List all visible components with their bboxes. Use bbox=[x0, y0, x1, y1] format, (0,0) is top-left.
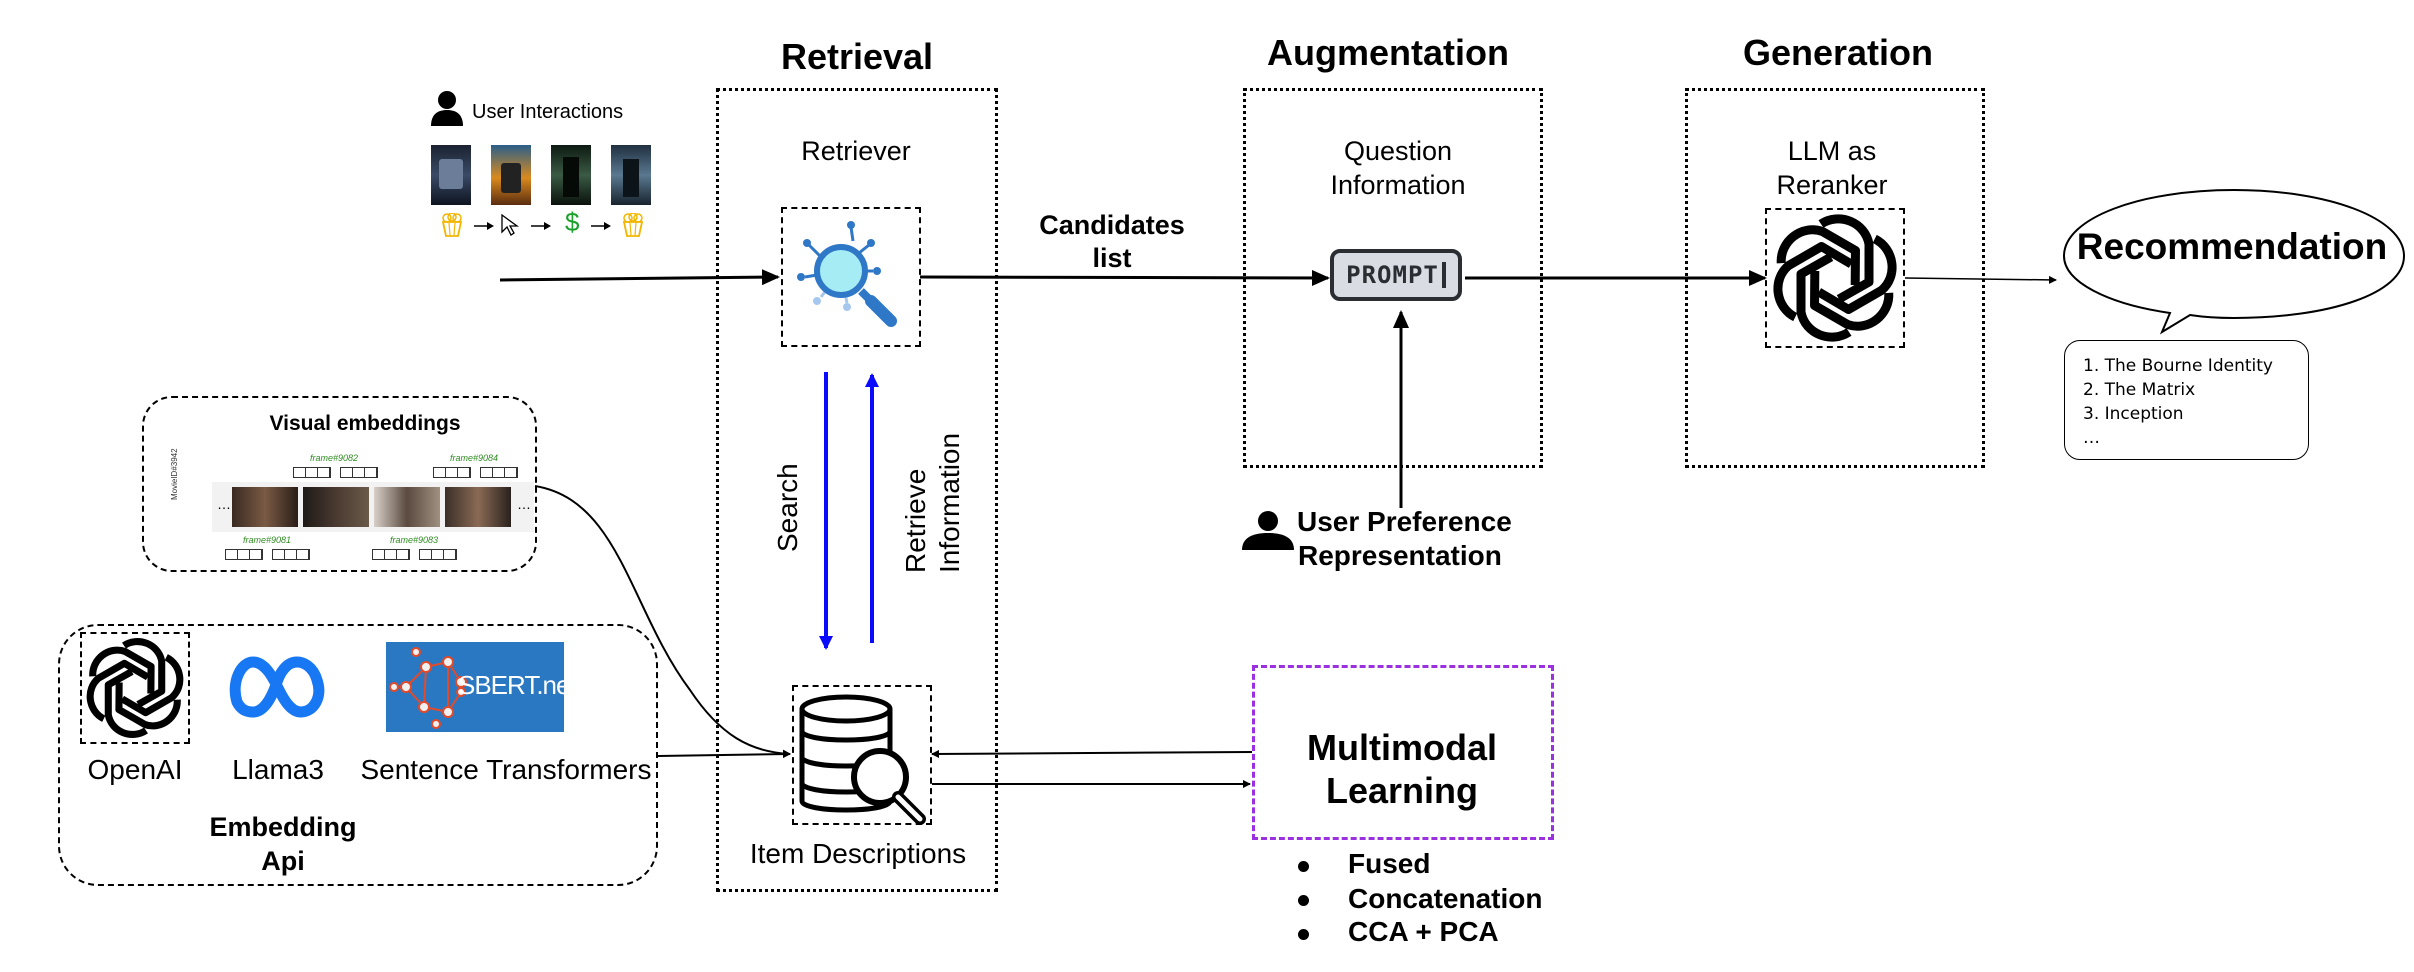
frame-strip-ellipsis: … bbox=[217, 496, 231, 512]
recommendation-item: 2. The Matrix bbox=[2083, 380, 2196, 400]
bullet-dot bbox=[1298, 895, 1309, 906]
retrieve-label-line2: Information bbox=[934, 432, 965, 573]
meta-icon bbox=[229, 656, 325, 718]
retriever-box bbox=[781, 207, 921, 347]
movie-id-label: MovieID#3942 bbox=[170, 448, 179, 500]
user-icon bbox=[1242, 511, 1294, 550]
retrieval-header: Retrieval bbox=[780, 36, 934, 77]
search-label: Search bbox=[772, 463, 803, 552]
multimodal-box bbox=[1252, 665, 1554, 840]
arrow-embedding-api-to-items bbox=[657, 750, 791, 759]
sbert-text: SBERT.net bbox=[458, 670, 577, 700]
embedding-vector-icon bbox=[340, 467, 378, 478]
embedding-vector-icon bbox=[433, 467, 471, 478]
candidates-label-line2: list bbox=[1092, 243, 1132, 273]
arrow-small-icon bbox=[474, 222, 494, 230]
openai-icon bbox=[86, 638, 184, 738]
recommendation-item: 3. Inception bbox=[2083, 404, 2184, 424]
model-sentence-transformers-label: Sentence Transformers bbox=[360, 754, 652, 785]
item-descriptions-label: Item Descriptions bbox=[749, 838, 967, 869]
sbert-logo bbox=[386, 642, 564, 732]
question-info-line1: Question bbox=[1343, 136, 1453, 166]
openai-logo-box bbox=[80, 632, 190, 744]
movie-poster bbox=[551, 145, 591, 205]
augmentation-box bbox=[1243, 88, 1543, 468]
bullet-dot bbox=[1298, 929, 1309, 940]
multimodal-label-line2: Learning bbox=[1325, 770, 1479, 811]
openai-icon bbox=[1773, 214, 1897, 342]
multimodal-bullet: CCA + PCA bbox=[1348, 916, 1499, 947]
recommendation-title: Recommendation bbox=[2076, 226, 2388, 267]
frame-strip-ellipsis: … bbox=[517, 496, 531, 512]
retrieval-box bbox=[716, 88, 998, 892]
frame-label: frame#9082 bbox=[310, 453, 359, 463]
generation-box bbox=[1685, 88, 1985, 468]
video-frame bbox=[445, 487, 511, 527]
prompt-cursor-icon bbox=[1441, 262, 1446, 288]
bullet-dot bbox=[1298, 861, 1309, 872]
model-llama3-label: Llama3 bbox=[232, 754, 324, 785]
embedding-vector-icon bbox=[293, 467, 331, 478]
embedding-vector-icon bbox=[480, 467, 518, 478]
recommendation-item: … bbox=[2083, 428, 2100, 448]
embedding-api-label-line1: Embedding bbox=[209, 812, 357, 842]
frame-label: frame#9081 bbox=[243, 535, 292, 545]
arrow-small-icon bbox=[531, 222, 551, 230]
prompt-text: PROMPT bbox=[1346, 261, 1439, 289]
flow-arrow-interactions-to-retriever bbox=[499, 269, 780, 286]
arrow-visual-embeddings-to-items bbox=[534, 485, 791, 758]
retriever-magnifier-icon bbox=[797, 221, 897, 327]
cursor-icon bbox=[501, 213, 519, 236]
embedding-vector-icon bbox=[372, 549, 410, 560]
user-pref-line2: Representation bbox=[1298, 540, 1502, 571]
movie-poster bbox=[491, 145, 531, 205]
flow-arrow-llm-to-recommendation bbox=[1904, 275, 2057, 284]
embedding-vector-icon bbox=[272, 549, 310, 560]
dollar-icon: $ bbox=[565, 207, 580, 237]
multimodal-label-line1: Multimodal bbox=[1307, 727, 1497, 768]
multimodal-bullet: Concatenation bbox=[1348, 883, 1543, 914]
user-icon bbox=[431, 91, 463, 126]
video-frame bbox=[232, 487, 298, 527]
generation-header: Generation bbox=[1742, 32, 1934, 73]
movie-poster bbox=[431, 145, 471, 205]
movie-poster bbox=[611, 145, 651, 205]
question-info-line2: Information bbox=[1330, 170, 1466, 200]
embedding-vector-icon bbox=[225, 549, 263, 560]
retrieve-label-line1: Retrieve bbox=[900, 468, 931, 573]
recommendation-bubble bbox=[2062, 188, 2406, 335]
frame-label: frame#9083 bbox=[390, 535, 439, 545]
candidates-label-line1: Candidates bbox=[1039, 210, 1185, 240]
arrow-small-icon bbox=[591, 222, 611, 230]
recommendation-list: 1. The Bourne Identity 2. The Matrix 3. … bbox=[2064, 340, 2309, 460]
retriever-label: Retriever bbox=[801, 136, 911, 166]
video-frame bbox=[374, 487, 440, 527]
visual-embeddings-box bbox=[142, 396, 537, 572]
embedding-api-label-line2: Api bbox=[261, 846, 305, 876]
prompt-icon: PROMPT bbox=[1330, 249, 1462, 301]
embedding-vector-icon bbox=[419, 549, 457, 560]
popcorn-icon bbox=[622, 213, 644, 237]
user-pref-line1: User Preference bbox=[1297, 506, 1512, 537]
embedding-api-box bbox=[58, 624, 658, 886]
database-search-icon bbox=[799, 694, 926, 825]
model-openai-label: OpenAI bbox=[87, 754, 183, 785]
frame-label: frame#9084 bbox=[450, 453, 499, 463]
item-db-box bbox=[792, 685, 932, 825]
multimodal-bullet: Fused bbox=[1348, 848, 1431, 879]
llm-label-line1: LLM as bbox=[1787, 136, 1877, 166]
flow-arrow-retriever-to-prompt bbox=[919, 269, 1330, 286]
llm-label-line2: Reranker bbox=[1776, 170, 1888, 200]
arrow-multimodal-to-items bbox=[931, 749, 1253, 758]
augmentation-header: Augmentation bbox=[1267, 32, 1509, 73]
recommendation-item: 1. The Bourne Identity bbox=[2083, 356, 2273, 376]
user-interactions-label: User Interactions bbox=[472, 101, 624, 123]
llm-box bbox=[1765, 208, 1905, 348]
popcorn-icon bbox=[441, 213, 463, 237]
visual-embeddings-title: Visual embeddings bbox=[269, 412, 461, 435]
video-frame bbox=[303, 487, 369, 527]
